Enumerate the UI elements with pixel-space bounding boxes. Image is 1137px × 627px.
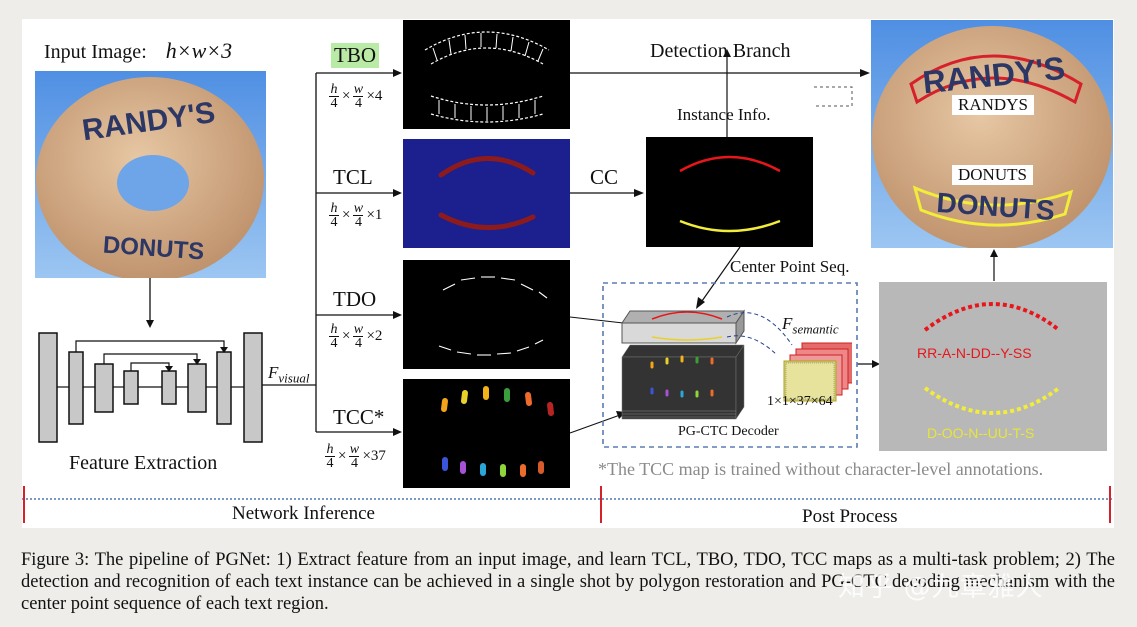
watermark: 知乎 @九章雅人: [838, 572, 1044, 603]
input-donut-image: RANDY'S DONUTS: [35, 71, 266, 278]
instance-info-label: Instance Info.: [677, 105, 771, 124]
detection-branch-label: Detection Branch: [650, 40, 791, 62]
f-visual-label: Fvisual: [268, 363, 309, 386]
input-image-text: Input Image:: [44, 41, 147, 63]
f-visual-main: F: [268, 363, 279, 382]
semantic-dims-label: 1×1×37×64: [767, 394, 833, 409]
feature-extraction-label: Feature Extraction: [69, 452, 218, 474]
decoded-sequence-box: [879, 282, 1107, 451]
map-label-tdo: TDO: [333, 287, 377, 311]
cc-label: CC: [590, 165, 619, 189]
tcl-map: [403, 139, 570, 248]
figure-caption: Figure 3: The pipeline of PGNet: 1) Extr…: [21, 550, 1115, 614]
map-label-tcl: TCL: [333, 165, 373, 189]
tcc-footnote: *The TCC map is trained without characte…: [598, 459, 1044, 479]
center-point-seq-label: Center Point Seq.: [730, 257, 850, 276]
input-image-label: Input Image: h×w×3: [44, 38, 232, 64]
instance-map: [646, 137, 813, 247]
input-image-dims: h×w×3: [165, 38, 233, 63]
map-label-tcc: TCC*: [333, 405, 385, 429]
backbone-diagram: [22, 49, 1112, 523]
f-visual-sub: visual: [278, 370, 310, 386]
decoder-dashed-box: [602, 282, 858, 448]
stage-network-inference: Network Inference: [232, 503, 375, 524]
result-word-randys: RANDYS: [952, 95, 1034, 115]
decoded-text-top: RR-A-N-DD--Y-SS: [917, 345, 1032, 361]
result-donut-image: RANDY'S DONUTS: [871, 20, 1113, 248]
f-semantic-sub: semantic: [792, 321, 839, 337]
map-label-tbo: TBO: [331, 43, 379, 68]
semantic-feature-stack: [783, 342, 852, 402]
feature-stack: [621, 309, 745, 420]
decoded-text-bottom: D-OO-N--UU-T-S: [927, 425, 1035, 441]
tcc-map: [403, 379, 570, 488]
decoder-label: PG-CTC Decoder: [678, 424, 779, 439]
result-word-donuts: DONUTS: [952, 165, 1033, 185]
tdo-map: [403, 260, 570, 369]
pgctc-decoder-graphic: [621, 309, 852, 420]
f-semantic-label: Fsemantic: [782, 314, 839, 337]
tbo-map: [403, 20, 570, 129]
pipeline-figure: Input Image: h×w×3 RANDY'S DONUTS: [22, 19, 1114, 528]
stage-post-process: Post Process: [802, 506, 898, 527]
f-semantic-main: F: [782, 314, 793, 333]
